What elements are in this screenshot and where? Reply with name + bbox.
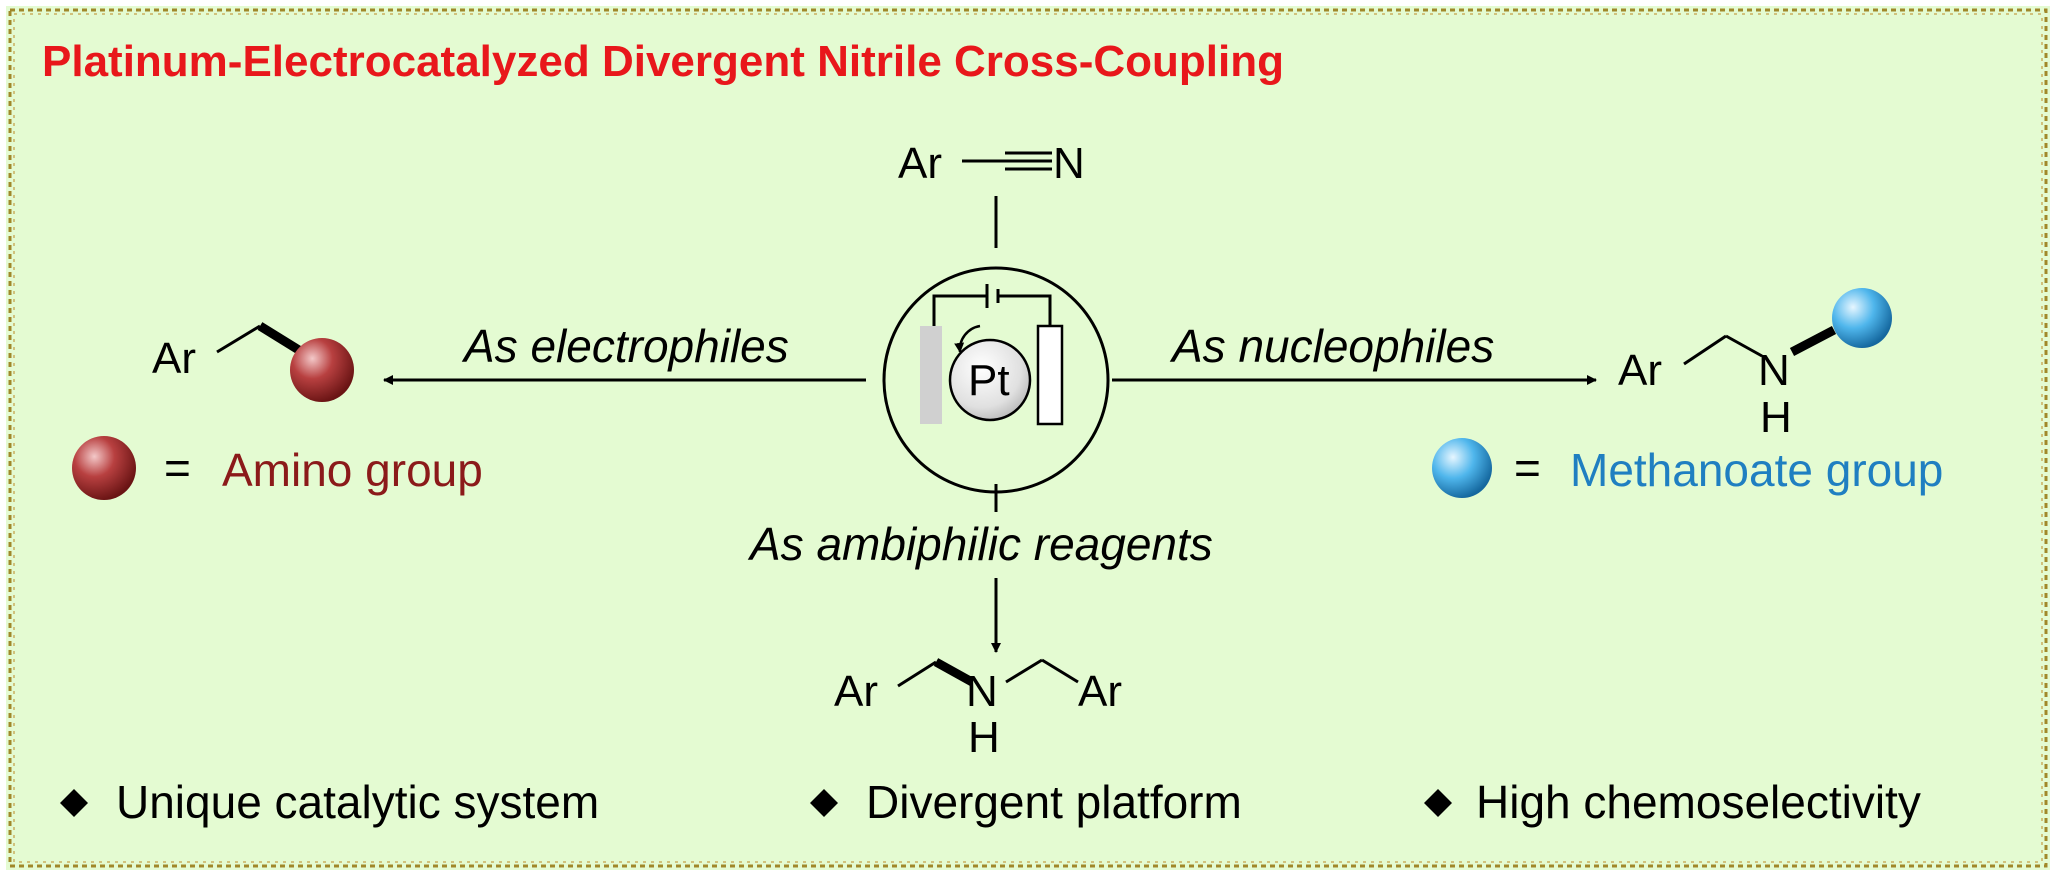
- pt-label: Pt: [968, 356, 1010, 405]
- bottom-product-ar-right: Ar: [1078, 667, 1122, 716]
- left-product-ar: Ar: [152, 334, 196, 383]
- bullet-item: High chemoselectivity: [1476, 776, 1921, 828]
- diamond-bullet-icon: [1424, 789, 1452, 817]
- nitrile-ar-label: Ar: [898, 139, 942, 188]
- product-ambiphilic: Ar N H Ar: [834, 658, 1122, 762]
- bullet-item: Divergent platform: [866, 776, 1242, 828]
- diamond-bullet-icon: [810, 789, 838, 817]
- methanoate-sphere-legend: [1432, 438, 1492, 498]
- anode-electrode: [920, 326, 942, 424]
- bottom-product-h: H: [968, 713, 1000, 762]
- right-product-h: H: [1760, 393, 1792, 442]
- arrow-down-label: As ambiphilic reagents: [747, 518, 1213, 570]
- right-product-ar: Ar: [1618, 346, 1662, 395]
- legend-equals-right: =: [1514, 442, 1541, 494]
- right-product-n: N: [1758, 346, 1790, 395]
- legend-equals-left: =: [164, 442, 191, 494]
- background-panel: [6, 6, 2050, 870]
- product-nucleophile: Ar N H: [1618, 288, 1892, 442]
- pt-catalyst-sphere: [948, 338, 1032, 422]
- legend-amino: = Amino group: [72, 436, 483, 500]
- cathode-electrode: [1036, 324, 1064, 426]
- diamond-bullet-icon: [60, 789, 88, 817]
- bullet-list: Unique catalytic system Divergent platfo…: [60, 776, 1921, 828]
- page-title: Platinum-Electrocatalyzed Divergent Nitr…: [42, 37, 1284, 86]
- decorative-border: [8, 8, 2048, 868]
- legend-methanoate-label: Methanoate group: [1570, 444, 1943, 496]
- bullet-item: Unique catalytic system: [116, 776, 599, 828]
- amino-sphere-product: [290, 338, 354, 402]
- legend-amino-label: Amino group: [222, 444, 483, 496]
- bottom-product-n: N: [966, 667, 998, 716]
- product-electrophile: Ar: [152, 322, 354, 402]
- arrow-left-label: As electrophiles: [461, 320, 789, 372]
- legend-methanoate: = Methanoate group: [1432, 438, 1943, 498]
- nitrile-structure: Ar N: [898, 139, 1085, 188]
- methanoate-sphere-product: [1832, 288, 1892, 348]
- amino-sphere-legend: [72, 436, 136, 500]
- bottom-product-ar-left: Ar: [834, 667, 878, 716]
- nitrile-n-label: N: [1053, 139, 1085, 188]
- arrow-right-label: As nucleophiles: [1169, 320, 1494, 372]
